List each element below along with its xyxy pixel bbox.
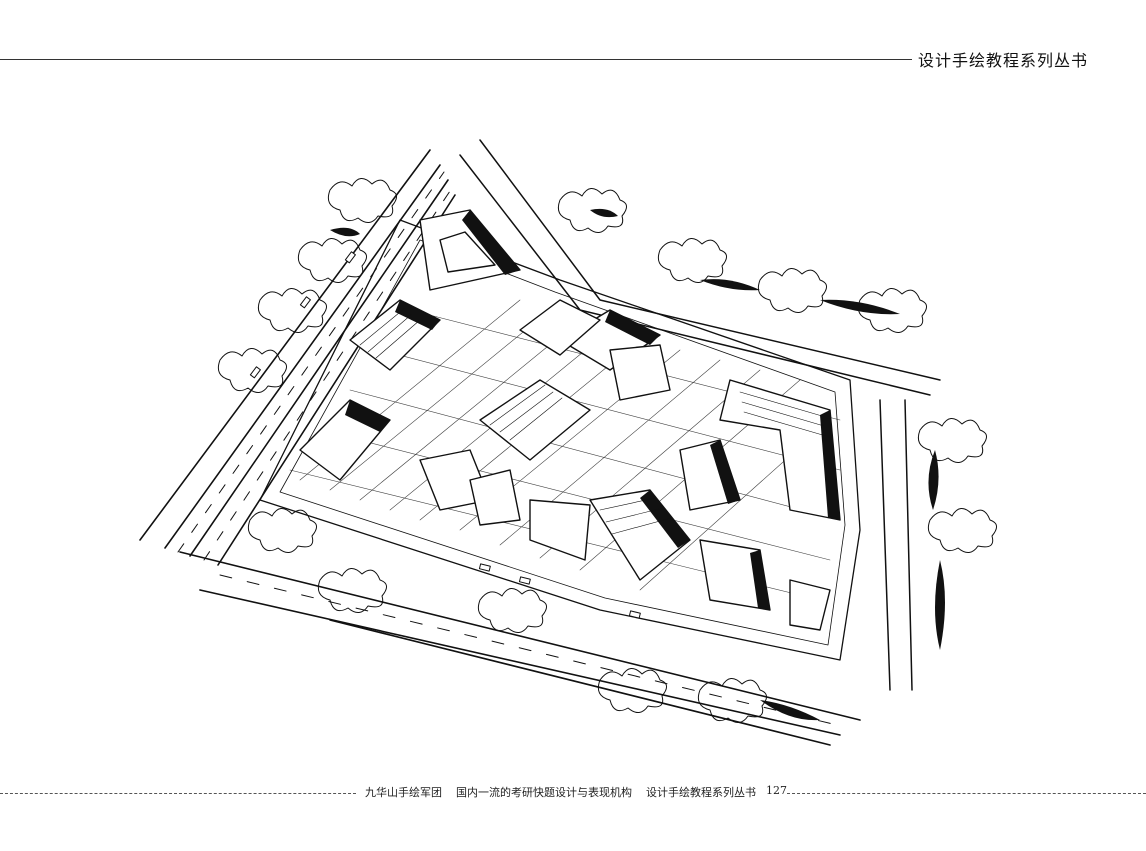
footer-dash-right [787, 793, 1146, 794]
header-series-title: 设计手绘教程系列丛书 [917, 51, 1088, 70]
highway [139, 149, 456, 566]
footer-org: 九华山手绘军团 [365, 786, 442, 799]
footer-slogan: 国内一流的考研快题设计与表现机构 [456, 786, 632, 799]
buildings [299, 209, 841, 631]
highway-lane-marks [177, 171, 453, 561]
tree-clusters [217, 178, 997, 723]
footer: 九华山手绘军团 国内一流的考研快题设计与表现机构 设计手绘教程系列丛书 127 [0, 784, 1146, 802]
footer-text: 九华山手绘军团 国内一流的考研快题设计与表现机构 设计手绘教程系列丛书 127 [365, 784, 787, 800]
footer-series: 设计手绘教程系列丛书 [646, 786, 756, 799]
footer-dash-left [0, 793, 356, 794]
building-shadows [345, 210, 840, 610]
upper-road [459, 139, 941, 396]
header-rule [0, 59, 912, 60]
roof-hatching [359, 307, 827, 535]
site-boundary [259, 219, 861, 661]
cars [249, 251, 641, 619]
lower-street [179, 551, 861, 746]
tree-shadows [330, 208, 945, 721]
page-number: 127 [766, 784, 787, 797]
right-road [879, 399, 913, 691]
